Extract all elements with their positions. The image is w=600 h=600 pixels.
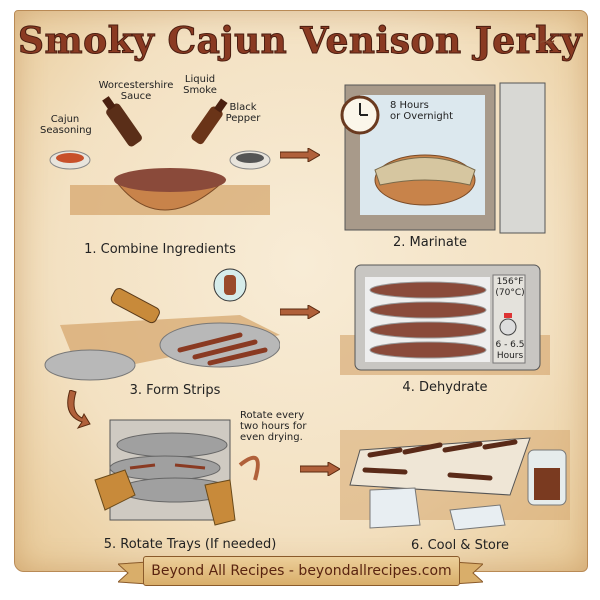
banner-tail-left (118, 561, 148, 585)
dehydrator-time: 6 - 6.5 Hours (495, 340, 525, 361)
arrow-right-icon (280, 148, 320, 162)
marinate-time-note: 8 Hours or Overnight (390, 100, 454, 122)
mixing-bowl-illustration (49, 96, 271, 215)
page-title: Smoky Cajun Venison Jerky (17, 20, 582, 63)
swirl-ornament-left: ~ (46, 30, 65, 55)
label-black-pepper: Black Pepper (225, 102, 261, 124)
step-2-marinate-panel: 8 Hours or Overnight 2. Marinate (335, 75, 565, 260)
step-1-caption: 1. Combine Ingredients (84, 242, 236, 257)
step-3-caption: 3. Form Strips (129, 383, 221, 398)
step-5-caption: 5. Rotate Trays (If needed) (103, 537, 277, 552)
jerky-gun-illustration (44, 268, 280, 381)
arrow-curved-down-icon (67, 390, 91, 429)
swirl-ornament-right: ~ (538, 30, 557, 55)
label-cajun-seasoning: Cajun Seasoning (40, 114, 92, 136)
arrow-right-icon (300, 462, 340, 476)
step-4-caption: 4. Dehydrate (402, 380, 488, 395)
step-1-combine-panel: Cajun Seasoning Worcestershire Sauce Liq… (40, 74, 280, 260)
step-5-rotate-panel: Rotate every two hours for even drying. … (80, 410, 310, 555)
step-4-dehydrate-panel: 156°F (70°C) 6 - 6.5 Hours 4. Dehydrate (340, 255, 560, 405)
dehydrator-illustration (340, 264, 550, 375)
step-6-cool-store-panel: 6. Cool & Store (340, 400, 570, 555)
step-3-form-strips-panel: 3. Form Strips (40, 265, 280, 405)
label-worcestershire: Worcestershire Sauce (98, 80, 174, 102)
refrigerator-illustration (340, 82, 546, 234)
rotate-trays-illustration (94, 419, 260, 526)
step-6-caption: 6. Cool & Store (411, 538, 509, 553)
step-2-caption: 2. Marinate (393, 235, 467, 250)
cooling-rack-illustration (340, 430, 570, 530)
footer-banner: Beyond All Recipes - beyondallrecipes.co… (143, 556, 460, 586)
arrow-right-icon (280, 305, 320, 319)
rotate-note: Rotate every two hours for even drying. (240, 410, 307, 443)
dehydrator-temperature: 156°F (70°C) (495, 277, 525, 298)
label-liquid-smoke: Liquid Smoke (183, 74, 217, 96)
banner-tail-right (453, 561, 483, 585)
